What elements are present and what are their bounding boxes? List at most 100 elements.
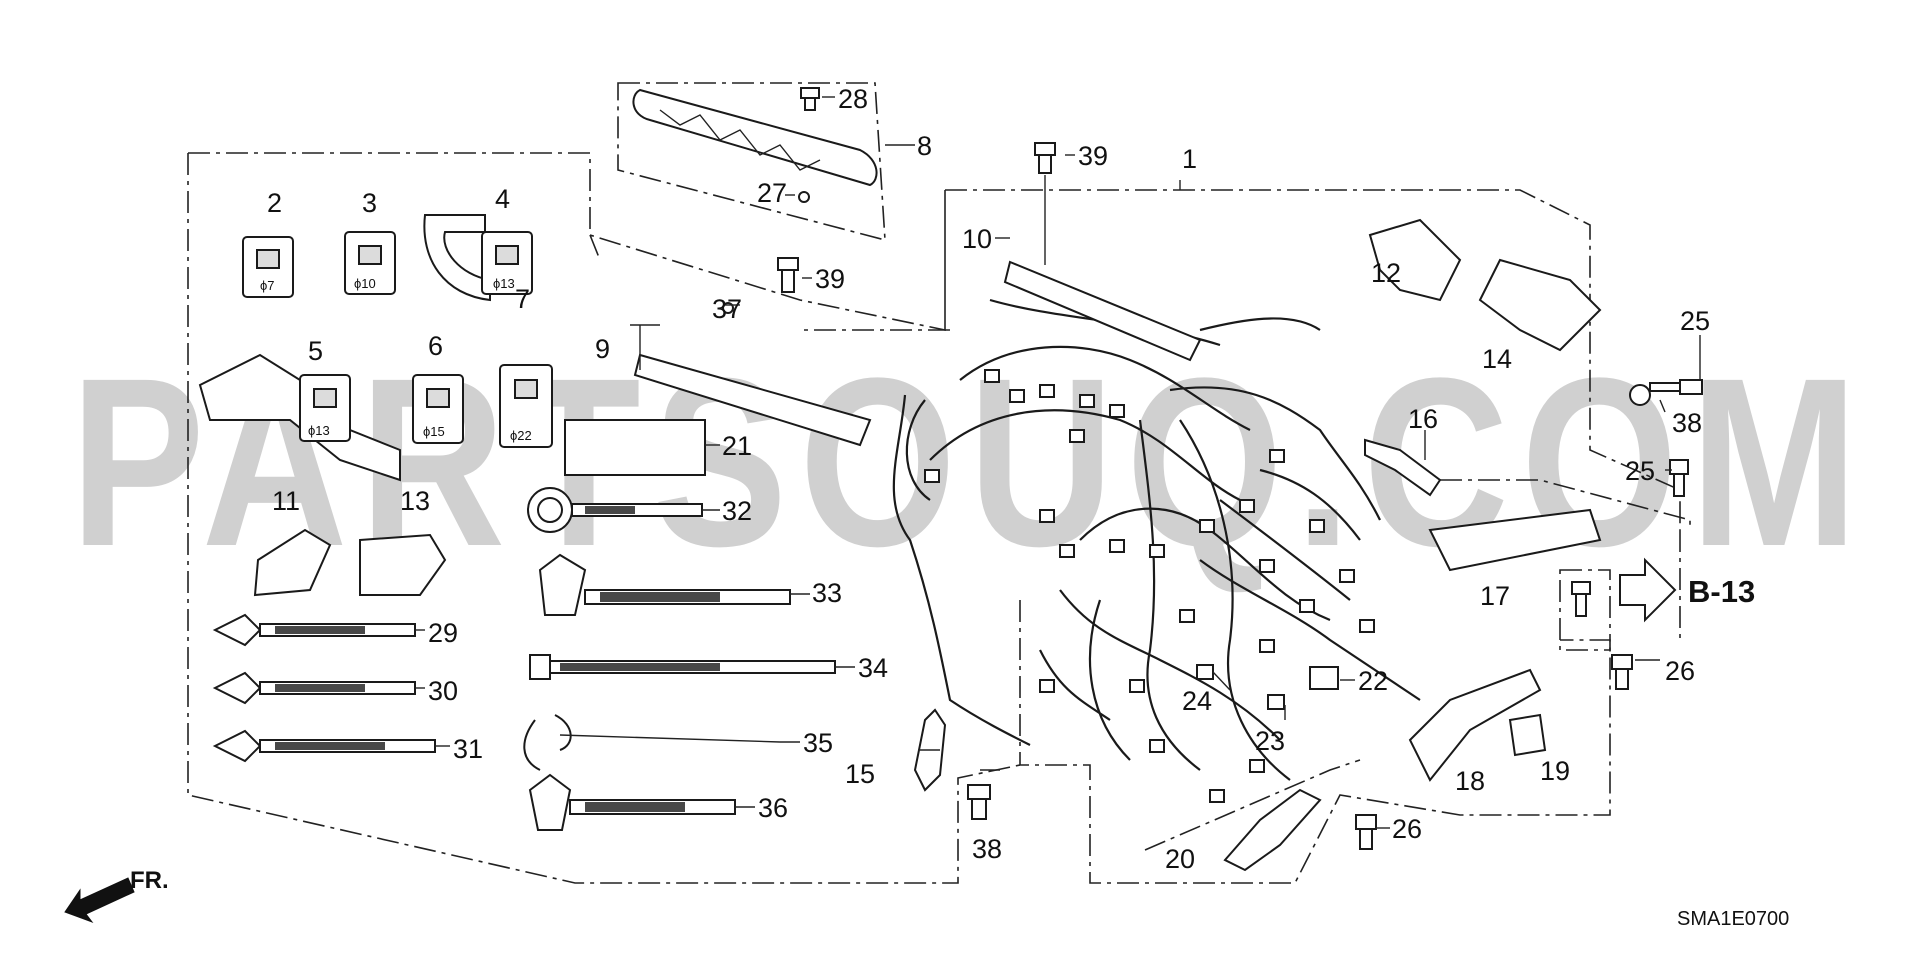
bracket-12 bbox=[1368, 218, 1462, 302]
callout: 2 bbox=[267, 188, 282, 218]
reference-arrow: B-13 bbox=[1619, 557, 1755, 623]
callout: 38 bbox=[972, 834, 1002, 864]
callout: 26 bbox=[1392, 814, 1422, 844]
group-outline-panel bbox=[1440, 479, 1691, 530]
callout: 18 bbox=[1455, 766, 1485, 796]
callout: 9 bbox=[595, 334, 610, 364]
callout: 1 bbox=[1182, 144, 1197, 174]
harness-connectors bbox=[924, 369, 1375, 803]
reference-label: B-13 bbox=[1688, 574, 1755, 609]
group-outline-b13 bbox=[1559, 569, 1611, 651]
callout: 35 bbox=[803, 728, 833, 758]
bracket-16 bbox=[1364, 438, 1442, 497]
cable-tie-31 bbox=[212, 729, 436, 763]
bolt-26-lower-icon bbox=[1355, 814, 1377, 850]
callout: 23 bbox=[1255, 726, 1285, 756]
callout: 39 bbox=[1078, 141, 1108, 171]
callout: 15 bbox=[845, 759, 875, 789]
callout: 24 bbox=[1182, 686, 1212, 716]
callout: 14 bbox=[1482, 344, 1512, 374]
callout: 25 bbox=[1680, 306, 1710, 336]
cable-tie-36 bbox=[528, 773, 736, 831]
harness-bracket-10 bbox=[1003, 260, 1202, 362]
callout: 16 bbox=[1408, 404, 1438, 434]
cable-tie-32 bbox=[527, 487, 703, 533]
front-indicator: FR. bbox=[64, 867, 169, 924]
size-label: ϕ15 bbox=[423, 424, 445, 439]
group-outline-left bbox=[187, 152, 1021, 884]
cable-tie-33 bbox=[538, 553, 791, 616]
grommet-2 bbox=[242, 236, 294, 298]
leader-lines bbox=[415, 96, 1701, 829]
cable-tie-30 bbox=[212, 671, 416, 705]
size-label: ϕ13 bbox=[493, 276, 515, 291]
callout-numbers: 1 2 3 4 5 6 7 8 9 10 11 12 13 14 15 16 1… bbox=[267, 84, 1710, 874]
bolt-25-upper-icon bbox=[1649, 379, 1703, 395]
group-outline-main bbox=[800, 189, 1681, 640]
bolt-b13-icon bbox=[1571, 581, 1591, 617]
callout: 27 bbox=[757, 178, 787, 208]
callout: 37 bbox=[712, 294, 742, 324]
bolt-38-right-icon bbox=[1629, 384, 1651, 406]
watermark: PARTSOUQ.COM bbox=[70, 328, 1870, 596]
size-label: ϕ7 bbox=[260, 278, 275, 293]
grommet-4 bbox=[423, 214, 533, 302]
cable-tie-35 bbox=[523, 714, 781, 771]
callout: 11 bbox=[272, 486, 300, 516]
engine-cover-detail bbox=[659, 109, 821, 171]
bolt-39-lower-icon bbox=[777, 257, 799, 293]
cover-18 bbox=[1408, 668, 1542, 782]
holder-13 bbox=[359, 533, 447, 596]
callout: 30 bbox=[428, 676, 458, 706]
callout: 7 bbox=[515, 284, 530, 314]
callout: 8 bbox=[917, 131, 932, 161]
callout: 28 bbox=[838, 84, 868, 114]
callout: 19 bbox=[1540, 756, 1570, 786]
callout: 5 bbox=[308, 336, 323, 366]
washer-27-icon bbox=[798, 191, 810, 203]
callout: 6 bbox=[428, 331, 443, 361]
bolt-23 bbox=[1267, 694, 1285, 710]
group-outline-lower bbox=[1019, 600, 1611, 884]
diagram-code: SMA1E0700 bbox=[1677, 908, 1789, 930]
callout: 20 bbox=[1165, 844, 1195, 874]
group-outline-cover bbox=[617, 82, 886, 242]
callout: 22 bbox=[1358, 666, 1388, 696]
grommet-5 bbox=[198, 353, 401, 482]
callout: 25 bbox=[1625, 456, 1655, 486]
group-outline-clip bbox=[1144, 759, 1361, 851]
bolt-25-lower-icon bbox=[1669, 459, 1689, 497]
connector-22 bbox=[1309, 666, 1339, 690]
grommet-7 bbox=[499, 364, 553, 448]
callout: 29 bbox=[428, 618, 458, 648]
clip-24 bbox=[1196, 664, 1214, 680]
connector-size-labels: ϕ7 ϕ10 ϕ13 ϕ13 ϕ15 ϕ22 bbox=[260, 276, 532, 443]
callout: 36 bbox=[758, 793, 788, 823]
bolt-28-icon bbox=[800, 87, 820, 111]
cover-20 bbox=[1223, 788, 1322, 872]
engine-cover bbox=[632, 88, 878, 187]
callout: 34 bbox=[858, 653, 888, 683]
bolt-39-upper-icon bbox=[1034, 142, 1056, 174]
bracket-14 bbox=[1478, 258, 1602, 352]
callout: 31 bbox=[453, 734, 483, 764]
callout: 4 bbox=[495, 184, 510, 214]
callout: 12 bbox=[1371, 258, 1401, 288]
callout: 3 bbox=[362, 188, 377, 218]
clip-19 bbox=[1508, 713, 1547, 757]
callout: 10 bbox=[962, 224, 992, 254]
holder-11 bbox=[253, 528, 332, 597]
grommet-3 bbox=[344, 231, 396, 295]
callout: 13 bbox=[400, 486, 430, 516]
callout: 32 bbox=[722, 496, 752, 526]
callout: 21 bbox=[722, 431, 752, 461]
grommet-6 bbox=[412, 374, 464, 444]
connector-box-21 bbox=[564, 419, 706, 476]
size-label: ϕ22 bbox=[510, 428, 532, 443]
bolt-26-right-icon bbox=[1611, 654, 1633, 690]
callout: 38 bbox=[1672, 408, 1702, 438]
engine-outline bbox=[892, 317, 1321, 746]
cable-tie-29 bbox=[212, 613, 416, 647]
cable-tie-34 bbox=[529, 654, 836, 680]
